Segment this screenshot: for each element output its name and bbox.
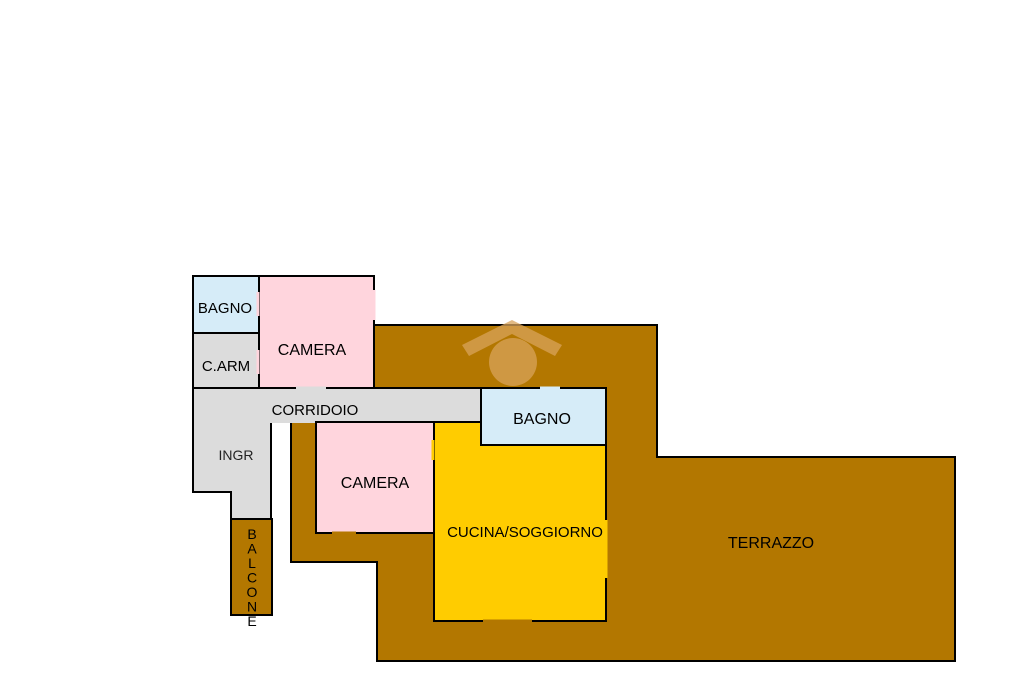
balcone-letter: L xyxy=(248,555,256,571)
room-label-camera-2: CAMERA xyxy=(341,475,410,492)
bedroom-2-area xyxy=(315,421,435,534)
room-label-bagno-2: BAGNO xyxy=(513,411,571,428)
balcone-letter: O xyxy=(247,584,258,600)
room-label-c-arm: C.ARM xyxy=(202,358,250,375)
balcone-letter: C xyxy=(247,570,257,586)
balcone-letter: B xyxy=(247,526,256,542)
door-openings xyxy=(206,290,608,623)
balcone-letter: A xyxy=(247,541,257,557)
corridor-area xyxy=(193,388,483,423)
bathroom-1-area xyxy=(192,275,260,334)
room-label-corridoio: CORRIDOIO xyxy=(272,402,359,419)
room-label-cucina: CUCINA/SOGGIORNO xyxy=(447,524,603,541)
room-label-bagno-1: BAGNO xyxy=(198,300,252,317)
entrance-area xyxy=(192,421,272,520)
balcone-letter: N xyxy=(247,599,257,615)
house-logo-icon xyxy=(462,320,562,386)
balcony-area xyxy=(230,518,273,616)
room-label-terrazzo: TERRAZZO xyxy=(728,535,814,552)
bedroom-1-area xyxy=(258,275,375,389)
balcone-letter: E xyxy=(247,613,256,629)
room-label-camera-1: CAMERA xyxy=(278,342,347,359)
kitchen-living-area xyxy=(433,421,607,622)
room-label-ingr: INGR xyxy=(219,447,254,463)
